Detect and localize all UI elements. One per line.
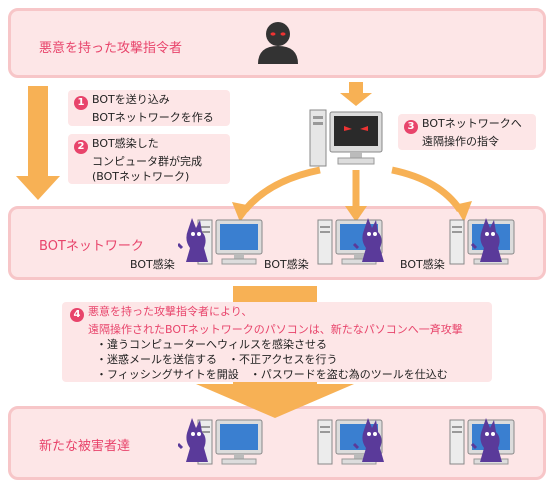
step-4-bullet-3: ・フィッシングサイトを開設 ・パスワードを盗む為のツールを仕込む <box>96 368 448 381</box>
victims-label: 新たな被害者達 <box>39 439 131 454</box>
command-pc-icon <box>309 109 383 167</box>
step-1-line-1: BOTを送り込み <box>92 93 170 106</box>
step-3-bubble: 3 BOTネットワークへ 遠隔操作の指令 <box>398 114 536 150</box>
step-2-line-1: BOT感染した <box>92 137 159 150</box>
step-2-bubble: 2 BOT感染した コンピュータ群が完成 (BOTネットワーク) <box>68 134 230 184</box>
bot-pc-2 <box>317 216 386 265</box>
bot-pc-3 <box>449 216 515 265</box>
step-4-bullet-2: ・迷惑メールを送信する ・不正アクセスを行う <box>96 353 338 366</box>
attacker-icon <box>258 22 298 64</box>
victim-pc-2 <box>317 416 386 465</box>
bot-label-3: BOT感染 <box>400 258 445 271</box>
step-4-bullet-1: ・違うコンピューターへウィルスを感染させる <box>96 338 327 351</box>
step-2-line-2: コンピュータ群が完成 <box>92 155 202 168</box>
step-3-line-2: 遠隔操作の指令 <box>422 135 499 148</box>
step-4-line-1: 悪意を持った攻撃指令者により、 <box>88 305 253 318</box>
step-4-line-2: 遠隔操作されたBOTネットワークのパソコンは、新たなパソコンへ一斉攻撃 <box>88 323 463 336</box>
step-2-line-3: (BOTネットワーク) <box>92 170 190 183</box>
bot-pc-1 <box>178 216 263 265</box>
center-top-arrow <box>340 82 372 106</box>
attacker-label: 悪意を持った攻撃指令者 <box>39 41 183 56</box>
victim-pc-1 <box>178 416 263 465</box>
left-down-arrow <box>16 86 60 200</box>
step-2-number: 2 <box>74 140 88 154</box>
curved-arrows <box>242 166 463 213</box>
botnet-label: BOTネットワーク <box>39 239 144 254</box>
step-4-number: 4 <box>70 308 84 322</box>
step-3-line-1: BOTネットワークへ <box>422 117 522 130</box>
bot-label-2: BOT感染 <box>264 258 309 271</box>
victim-pc-3 <box>449 416 515 465</box>
step-1-number: 1 <box>74 96 88 110</box>
step-1-line-2: BOTネットワークを作る <box>92 111 214 124</box>
bot-label-1: BOT感染 <box>130 258 175 271</box>
step-4-bubble: 4 悪意を持った攻撃指令者により、 遠隔操作されたBOTネットワークのパソコンは、… <box>62 302 492 382</box>
step-3-number: 3 <box>404 120 418 134</box>
step-1-bubble: 1 BOTを送り込み BOTネットワークを作る <box>68 90 230 126</box>
attacker-band: 悪意を持った攻撃指令者 <box>8 8 546 78</box>
